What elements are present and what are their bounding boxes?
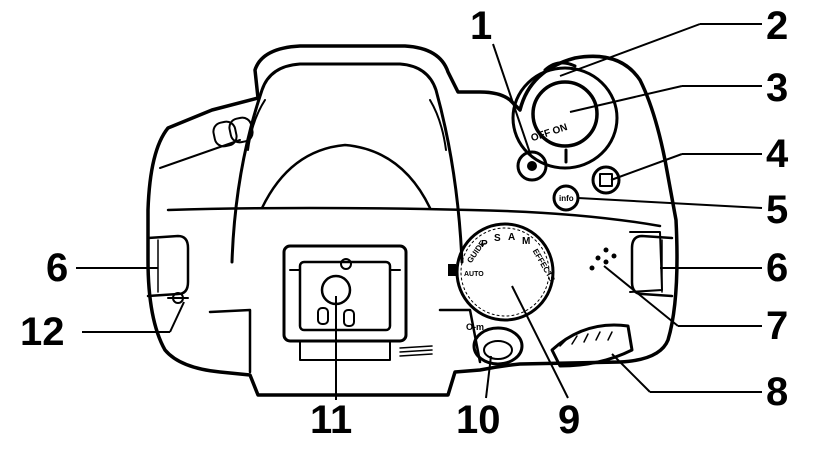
callout-2: 2	[766, 4, 789, 48]
callout-6-left: 6	[46, 246, 69, 290]
mode-dial-label-p: P	[481, 239, 488, 250]
mode-dial-label-a: A	[508, 232, 515, 243]
callout-12: 12	[20, 310, 65, 354]
callout-1: 1	[470, 4, 493, 48]
power-switch-and-shutter	[511, 61, 619, 170]
accessory-shoe	[282, 244, 408, 361]
info-button-label: info	[559, 194, 574, 203]
callout-3: 3	[766, 66, 789, 110]
callout-11: 11	[310, 398, 353, 442]
lock-key-symbol: O-m	[466, 322, 484, 332]
command-dial	[550, 323, 634, 368]
callout-10: 10	[456, 398, 501, 442]
viewfinder-prism	[230, 62, 464, 264]
strap-lug-left	[146, 234, 190, 298]
mode-dial-label-m: M	[522, 236, 530, 247]
callout-7: 7	[766, 304, 789, 348]
camera-body	[146, 44, 679, 397]
release-mode-button	[472, 326, 524, 366]
mode-dial-label-auto: AUTO	[464, 271, 484, 278]
callout-5: 5	[766, 188, 789, 232]
strap-lug-right	[630, 234, 674, 298]
callout-4: 4	[766, 132, 789, 176]
mode-dial-label-s: S	[494, 233, 501, 244]
mode-dial	[455, 222, 555, 322]
callout-8: 8	[766, 370, 789, 414]
callout-9: 9	[558, 398, 581, 442]
leader-lines	[76, 23, 763, 400]
callout-6-right: 6	[766, 246, 789, 290]
